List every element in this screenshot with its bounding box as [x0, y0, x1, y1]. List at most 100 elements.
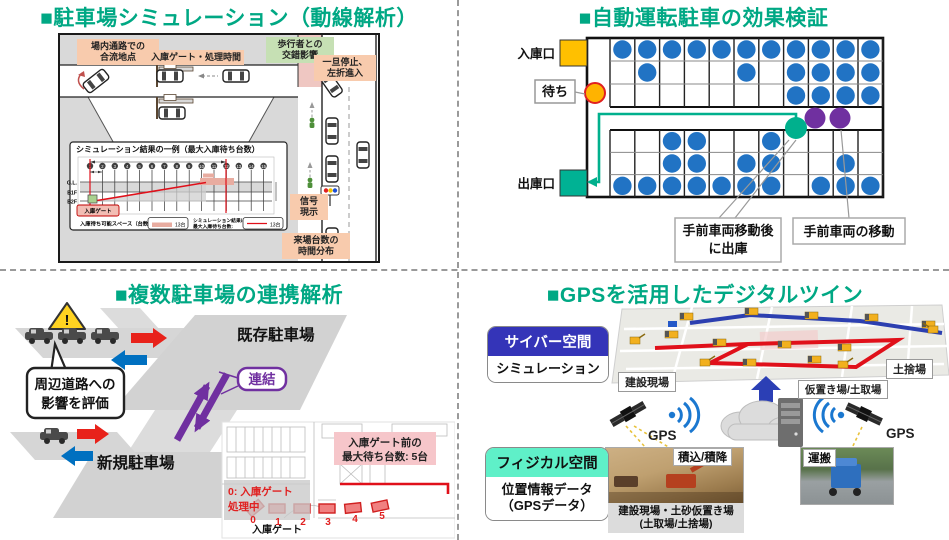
- cyber-space-panel: サイバー空間 シミュレーション: [487, 326, 609, 384]
- label-entry-gate: 入庫ゲート・処理時間: [148, 50, 245, 65]
- pedestrian-icons: [307, 117, 315, 188]
- queue-number-2: 2: [300, 517, 306, 528]
- q2-parking-grid-svg: 入庫口 出庫口 待ち 手前車両移動後 に出庫 手前車両の移動: [517, 36, 906, 263]
- label-arrival-distribution: 来場台数の 時間分布: [282, 233, 350, 259]
- excavator-shape: [666, 474, 696, 488]
- q4-title: ■GPSを活用したデジタルツイン: [546, 284, 864, 307]
- q1-result-chart: シミュレーション結果の一例（最大入庫待ち台数） 1234567891011121…: [67, 141, 288, 231]
- link-label: 連結: [249, 371, 276, 387]
- q3-diagram-svg: ! 既存駐車場 新規駐車場 連結 周辺道路への 影響を評価: [10, 302, 455, 539]
- truck-wheel: [829, 488, 837, 496]
- max-wait-line2: 最大待ち台数: 5台: [342, 450, 428, 463]
- max-wait-line1: 入庫ゲート前の: [348, 436, 422, 449]
- label-merge-point: 場内通路での 合流地点: [77, 39, 159, 65]
- level-b2f: B2F: [67, 200, 77, 206]
- vehicle-icons: [629, 307, 939, 369]
- processing-overlay: [224, 480, 310, 520]
- gate-marker: [87, 194, 98, 204]
- q4-connector-svg: GPS GPS: [609, 376, 915, 449]
- legend-result-value: 13台: [270, 222, 281, 229]
- exit-square: [559, 169, 588, 197]
- label-stop-turn: 一旦停止、 左折進入: [314, 55, 376, 81]
- svg-text:3: 3: [114, 164, 117, 169]
- signal-icon-right: [812, 396, 845, 434]
- construction-site-label: 建設現場: [618, 372, 676, 392]
- truck-wheel: [853, 488, 861, 496]
- gate-marker-label: 入庫ゲート: [83, 207, 112, 215]
- gps-label-right: GPS: [886, 426, 915, 441]
- svg-text:8: 8: [176, 164, 179, 169]
- queue-number-1: 1: [275, 517, 281, 528]
- red-route: [654, 337, 906, 370]
- parking-aisle: [87, 96, 275, 148]
- loading-tag: 積込/積降: [673, 448, 733, 466]
- queue-bracket: [340, 482, 450, 494]
- chart-title: シミュレーション結果の一例（最大入庫待ち台数）: [76, 144, 260, 154]
- legend-result-label-2: 最大入庫待ち台数:: [193, 223, 233, 230]
- truck-cab: [835, 458, 857, 466]
- svg-text:6: 6: [151, 164, 154, 169]
- upload-arrow-icon: [751, 376, 781, 402]
- cyber-space-body: シミュレーション: [488, 356, 608, 383]
- queue-band: [200, 178, 234, 185]
- server-icon: [778, 398, 803, 447]
- queue-number-0: 0: [250, 515, 256, 526]
- physical-space-header: フィジカル空間: [486, 448, 608, 477]
- svg-text:9: 9: [188, 164, 191, 169]
- callout-move-box: [792, 217, 906, 245]
- physical-space-panel: フィジカル空間 位置情報データ （GPSデータ）: [485, 447, 609, 521]
- front-vehicle-1: [804, 107, 826, 129]
- front-vehicle-2: [829, 107, 851, 129]
- disposal-site-label: 土捨場: [886, 359, 933, 379]
- impact-bubble: [25, 366, 126, 420]
- link-arrows: [173, 372, 231, 442]
- q2-title: ■自動運転駐車の効果検証: [578, 7, 829, 30]
- callout-exit-line2: に出庫: [708, 241, 747, 256]
- gps-signal-lines: [625, 425, 863, 449]
- svg-text:13: 13: [236, 164, 241, 169]
- exit-route-path: [587, 112, 798, 187]
- photo-shadow: [606, 492, 743, 504]
- svg-text:4: 4: [126, 164, 129, 169]
- callout-exit-box: [674, 217, 782, 263]
- legend-space-label: 入庫待ち可能スペース（台数）:: [79, 220, 156, 228]
- in-out-arrows: [61, 328, 167, 466]
- gps-satellite-left-icon: [609, 401, 647, 427]
- svg-text:7: 7: [163, 164, 166, 169]
- callout-exit-line1: 手前車両移動後: [682, 223, 774, 238]
- gps-label-left: GPS: [648, 428, 677, 443]
- horizontal-divider: [0, 269, 949, 271]
- exiting-vehicle: [785, 117, 807, 139]
- legend-space-value: 13台: [175, 222, 186, 229]
- processing-line1: 0: 入庫ゲート: [228, 485, 293, 498]
- q3-title: ■複数駐車場の連携解析: [114, 284, 344, 307]
- wait-label: 待ち: [541, 84, 568, 99]
- inset-gate-label: 入庫ゲート: [252, 523, 302, 536]
- wait-callout-box: [534, 79, 576, 104]
- gps-satellite-right-icon: [845, 402, 883, 426]
- signal-icon-left: [668, 396, 701, 434]
- q1-title: ■駐車場シミュレーション（動線解析）: [40, 7, 418, 30]
- svg-text:11: 11: [212, 164, 217, 169]
- transport-tag: 運搬: [803, 449, 836, 467]
- queue-number-3: 3: [325, 517, 331, 528]
- inset-gate-map: 入庫ゲート前の 最大待ち台数: 5台 0: 入庫ゲート 処理中 入庫ゲート 0 …: [221, 421, 455, 539]
- exit-label: 出庫口: [517, 176, 555, 191]
- level-b1f: B1F: [67, 191, 77, 197]
- q1-diagram-svg: シミュレーション結果の一例（最大入庫待ち台数） 1234567891011121…: [60, 35, 377, 261]
- queue-number-4: 4: [352, 514, 358, 525]
- svg-text:10: 10: [199, 164, 204, 169]
- traffic-signal-icon: [320, 185, 340, 206]
- waiting-vehicle: [584, 82, 606, 104]
- truck-shape: [831, 464, 861, 488]
- svg-text:5: 5: [138, 164, 141, 169]
- temp-storage-label: 仮置き場/土取場: [798, 380, 889, 399]
- bubble-line1: 周辺道路への: [35, 376, 116, 392]
- parking-cells: [609, 38, 884, 197]
- queue-number-5: 5: [379, 511, 385, 522]
- entrance-square: [559, 39, 588, 67]
- bubble-line2: 影響を評価: [41, 395, 109, 411]
- legend-result-label-1: シミュレーション結果における: [193, 217, 260, 224]
- level-gl: G.L.: [67, 181, 78, 187]
